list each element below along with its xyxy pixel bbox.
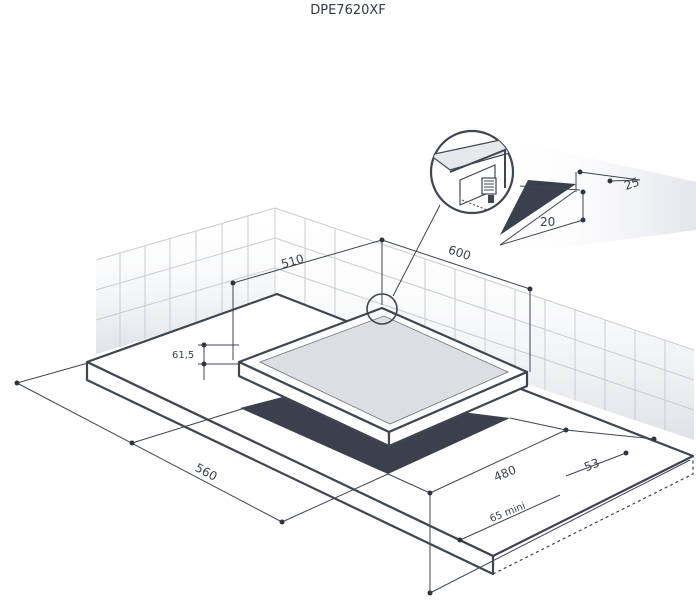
- dimension-dots: [14, 169, 657, 596]
- model-title: DPE7620XF: [310, 3, 386, 18]
- dim-600-label: 600: [446, 243, 472, 263]
- dim-53-label: 53: [582, 456, 601, 475]
- dim-61-5-label: 61,5: [172, 350, 194, 361]
- hob: [237, 306, 529, 448]
- detail-inset: [429, 129, 696, 248]
- dimension-lines: [16, 171, 691, 594]
- back-wall-right: [274, 207, 695, 440]
- dim-560-label: 560: [193, 461, 220, 484]
- dim-20-label: 20: [540, 215, 555, 229]
- dim-510-label: 510: [280, 252, 306, 272]
- dim-25-label: 25: [622, 175, 641, 193]
